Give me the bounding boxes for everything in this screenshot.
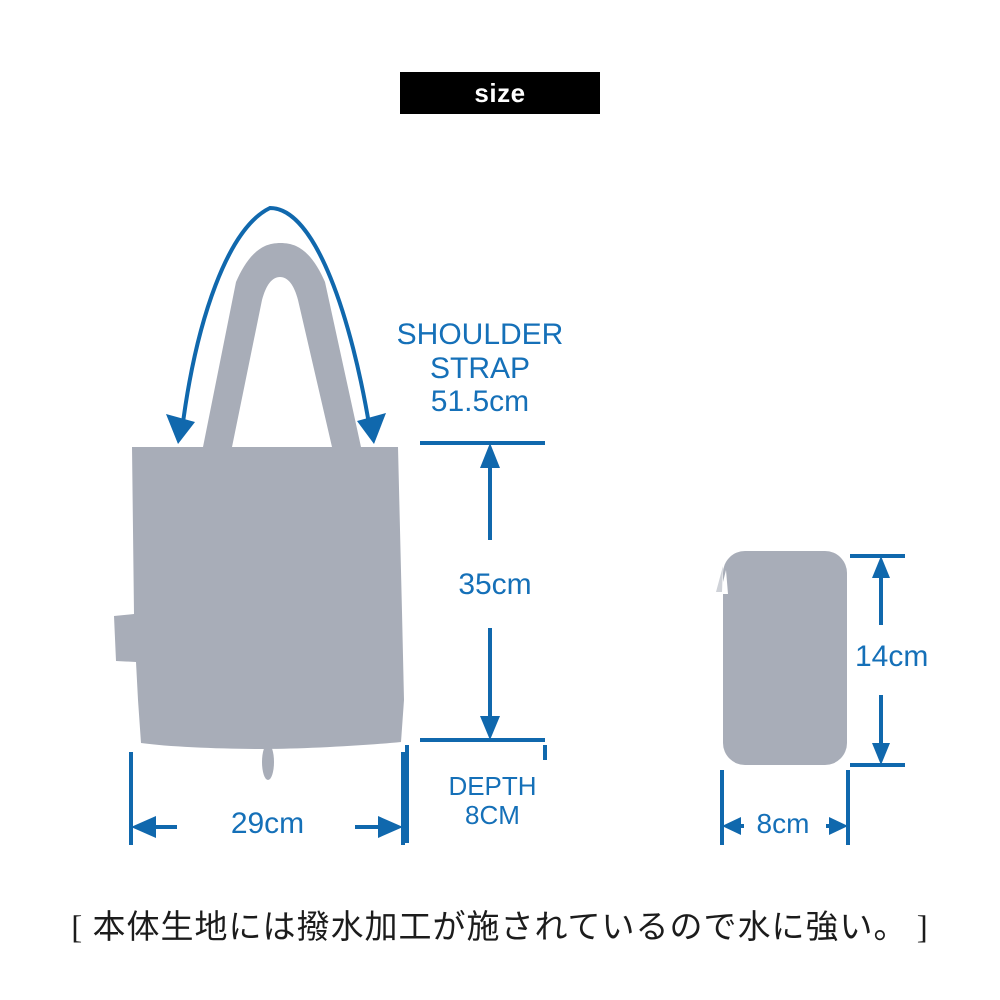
height-dimension-arrowheads <box>480 443 500 740</box>
tote-height-label: 35cm <box>458 568 532 601</box>
size-banner: size <box>400 72 600 114</box>
width-dimension-29cm <box>129 752 405 845</box>
pouch-height-label: 14cm <box>855 640 929 673</box>
tote-bag-silhouette <box>114 243 404 780</box>
height-dimension-35cm <box>420 441 545 742</box>
size-banner-label: size <box>474 78 526 108</box>
depth-dimension-8cm <box>405 745 547 843</box>
pouch-width-label: 8cm <box>756 808 810 839</box>
shoulder-strap-measure <box>180 205 372 432</box>
footer-caption: [ 本体生地には撥水加工が施されているので水に強い。 ] <box>71 910 929 946</box>
width-dimension-arrowheads <box>131 816 403 838</box>
shoulder-strap-label: SHOULDER STRAP 51.5cm <box>396 318 564 419</box>
pouch-silhouette <box>716 551 847 765</box>
tote-depth-label: DEPTH 8CM <box>448 771 537 831</box>
pouch-width-arrowheads <box>722 817 848 835</box>
shoulder-strap-arrowheads <box>166 413 386 444</box>
tote-width-label: 29cm <box>230 807 305 840</box>
pouch-height-arrowheads <box>872 556 890 765</box>
